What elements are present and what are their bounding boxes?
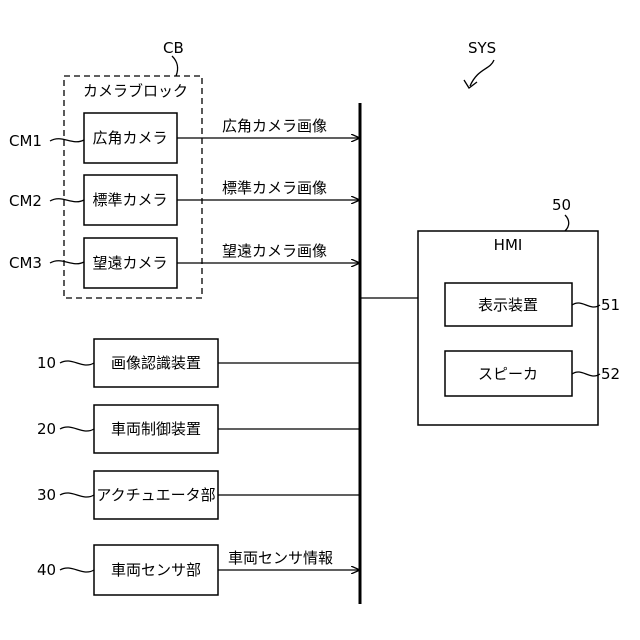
display-device-ref: 51	[601, 296, 620, 314]
hmi-ref: 50	[552, 196, 571, 214]
camera-3-label: 望遠カメラ	[92, 254, 167, 272]
unit-30-ref: 30	[37, 486, 56, 504]
system-leader-line	[470, 60, 494, 86]
camera-3-leader	[50, 261, 84, 264]
camera-block-ref: CB	[163, 39, 184, 57]
camera-block-label: カメラブロック	[83, 82, 188, 100]
unit-30-label: アクチュエータ部	[96, 486, 215, 504]
unit-40-leader	[60, 568, 94, 572]
camera-1-output-label: 広角カメラ画像	[222, 117, 327, 135]
system-label: SYS	[468, 39, 496, 57]
hmi-leader	[565, 215, 569, 231]
unit-10-ref: 10	[37, 354, 56, 372]
unit-10-leader	[60, 361, 94, 365]
camera-2-label: 標準カメラ	[92, 191, 167, 209]
camera-2-output-label: 標準カメラ画像	[222, 179, 327, 197]
camera-1-leader	[50, 139, 84, 142]
unit-20-leader	[60, 427, 94, 431]
unit-40-label: 車両センサ部	[111, 561, 201, 579]
camera-1-ref: CM1	[9, 132, 42, 150]
camera-1-label: 広角カメラ	[92, 129, 167, 147]
camera-block-leader	[172, 56, 178, 76]
camera-2-ref: CM2	[9, 192, 42, 210]
speaker-label: スピーカ	[478, 365, 538, 383]
unit-40-output-label: 車両センサ情報	[228, 549, 333, 567]
unit-20-label: 車両制御装置	[111, 420, 201, 438]
camera-3-ref: CM3	[9, 254, 42, 272]
camera-2-leader	[50, 199, 84, 202]
camera-3-output-label: 望遠カメラ画像	[222, 242, 327, 260]
speaker-ref: 52	[601, 365, 620, 383]
hmi-label: HMI	[494, 236, 523, 254]
unit-40-ref: 40	[37, 561, 56, 579]
unit-10-label: 画像認識装置	[111, 354, 201, 372]
unit-20-ref: 20	[37, 420, 56, 438]
display-device-label: 表示装置	[478, 296, 538, 314]
unit-30-leader	[60, 493, 94, 497]
